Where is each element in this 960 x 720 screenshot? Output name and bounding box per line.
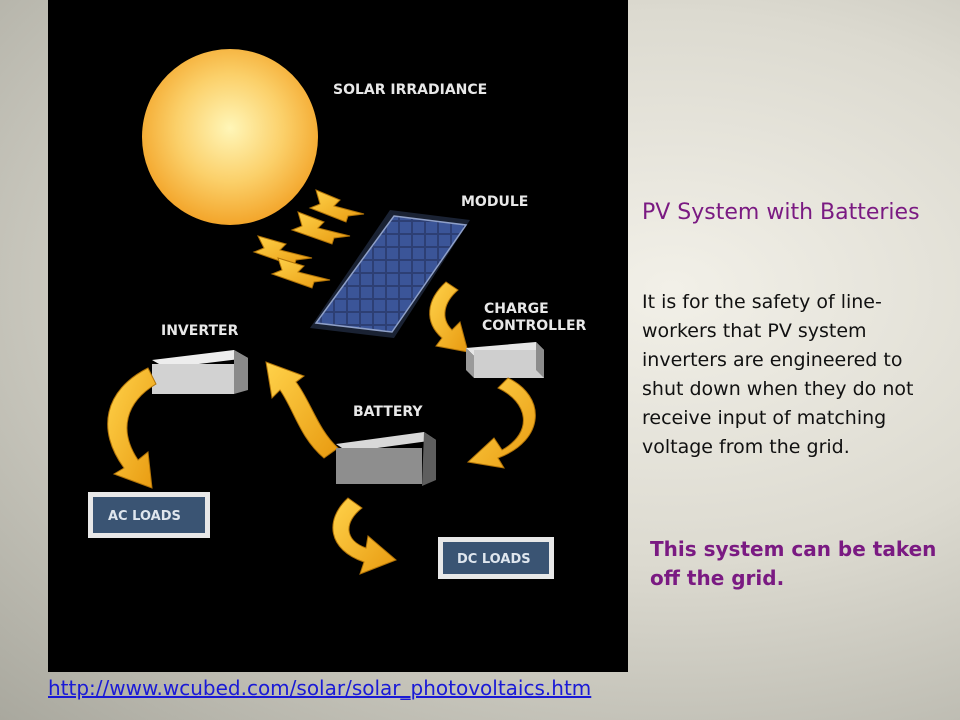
label-battery: BATTERY — [353, 404, 423, 420]
label-module: MODULE — [461, 194, 528, 210]
battery-box — [336, 432, 436, 486]
label-controller: CONTROLLER — [482, 318, 587, 334]
label-dc-loads: DC LOADS — [457, 552, 531, 567]
label-charge: CHARGE — [484, 301, 549, 317]
dc-loads-box: DC LOADS — [438, 537, 554, 579]
arrow-battery-to-inverter — [265, 361, 339, 459]
sun-rays — [252, 189, 365, 289]
pv-module — [310, 210, 470, 338]
slide-title: PV System with Batteries — [642, 200, 920, 225]
label-solar-irradiance: SOLAR IRRADIANCE — [333, 82, 487, 98]
sun — [142, 49, 318, 225]
label-ac-loads: AC LOADS — [108, 509, 181, 524]
arrow-module-to-controller — [429, 281, 469, 353]
slide-body-text: It is for the safety of line-workers tha… — [642, 291, 914, 458]
charge-controller-box — [466, 342, 544, 378]
arrow-controller-to-battery — [466, 377, 536, 469]
ac-loads-box: AC LOADS — [88, 492, 210, 538]
arrow-inverter-to-ac-loads — [107, 367, 157, 489]
diagram-svg: SOLAR IRRADIANCE MODULE CHARGE CONTROLLE… — [88, 49, 587, 579]
label-inverter: INVERTER — [161, 323, 239, 339]
pv-system-diagram: SOLAR IRRADIANCE MODULE CHARGE CONTROLLE… — [48, 0, 628, 672]
source-link[interactable]: http://www.wcubed.com/solar/solar_photov… — [48, 676, 592, 700]
arrow-battery-to-dc-loads — [332, 497, 397, 575]
inverter-box — [152, 350, 248, 394]
slide-note: This system can be taken off the grid. — [650, 537, 937, 590]
